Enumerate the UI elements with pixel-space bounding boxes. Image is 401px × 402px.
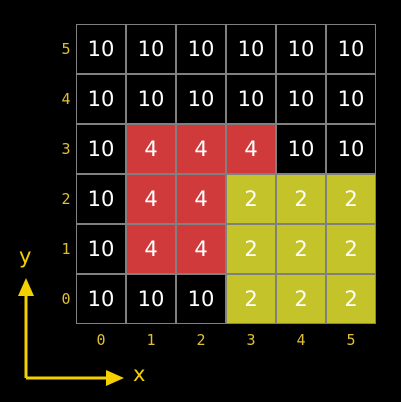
- row-label: 3: [61, 140, 71, 158]
- y-axis-arrowhead: [18, 278, 34, 296]
- grid-cell: 10: [227, 75, 275, 123]
- row-label: 2: [61, 190, 71, 208]
- grid-cell: 10: [127, 25, 175, 73]
- row-label: 1: [61, 240, 71, 258]
- grid-cell: 2: [327, 175, 375, 223]
- grid-cell: 10: [327, 75, 375, 123]
- grid-cell: 4: [177, 225, 225, 273]
- grid-cell: 2: [327, 275, 375, 323]
- grid-cell: 4: [177, 125, 225, 173]
- grid-cell: 10: [77, 75, 125, 123]
- x-axis-label: x: [133, 362, 146, 386]
- grid-cell: 2: [277, 225, 325, 273]
- grid-cell: 2: [277, 275, 325, 323]
- y-axis-label: y: [19, 244, 32, 268]
- grid-cell: 10: [177, 25, 225, 73]
- row-label: 4: [61, 90, 71, 108]
- grid-cell: 2: [277, 175, 325, 223]
- grid-cell: 10: [327, 25, 375, 73]
- grid-cell: 10: [77, 175, 125, 223]
- column-label: 1: [146, 331, 156, 349]
- grid-cell: 10: [277, 125, 325, 173]
- column-label: 3: [246, 331, 256, 349]
- grid-cell: 10: [127, 275, 175, 323]
- grid-cell: 10: [177, 75, 225, 123]
- row-label: 0: [61, 290, 71, 308]
- grid-cell: 10: [77, 225, 125, 273]
- x-axis-arrowhead: [106, 370, 124, 386]
- grid-cell: 10: [277, 75, 325, 123]
- grid-cell: 10: [77, 125, 125, 173]
- grid-cell: 4: [177, 175, 225, 223]
- grid-cell: 10: [127, 75, 175, 123]
- grid-cell: 4: [227, 125, 275, 173]
- grid-cell: 4: [127, 175, 175, 223]
- grid-cell: 10: [277, 25, 325, 73]
- grid-cell: 2: [227, 175, 275, 223]
- column-label: 0: [96, 331, 106, 349]
- column-label: 2: [196, 331, 206, 349]
- grid-cell: 2: [227, 225, 275, 273]
- grid-cell: 10: [177, 275, 225, 323]
- grid-cell: 10: [327, 125, 375, 173]
- grid-cell: 10: [77, 25, 125, 73]
- grid-cell: 2: [327, 225, 375, 273]
- grid-cell: 4: [127, 225, 175, 273]
- grid-cell: 2: [227, 275, 275, 323]
- row-label: 5: [61, 40, 71, 58]
- grid-cell: 10: [77, 275, 125, 323]
- grid-cell: 10: [227, 25, 275, 73]
- grid-cell: 4: [127, 125, 175, 173]
- column-label: 5: [346, 331, 356, 349]
- column-label: 4: [296, 331, 306, 349]
